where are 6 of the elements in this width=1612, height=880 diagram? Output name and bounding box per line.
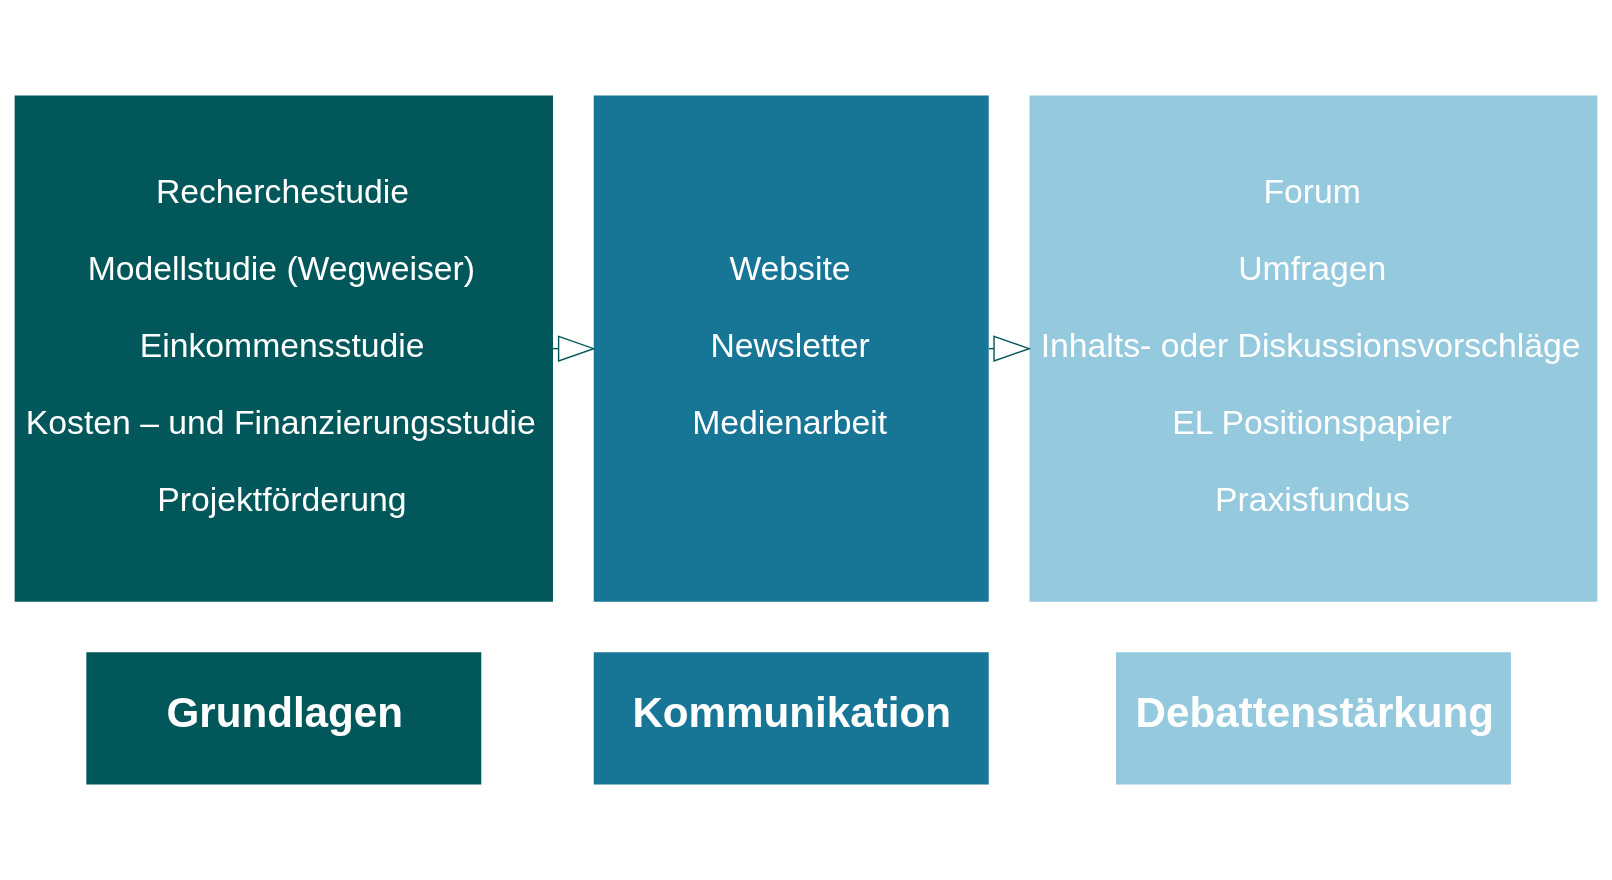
node-box: Forum Umfragen Inhalts- oder Diskussionsvorschläge EL Positionspapier Praxisfundus <box>1029 95 1598 602</box>
node-box: Website Newsletter Medienarbeit <box>593 95 989 602</box>
node-box: Recherchestudie Modellstudie (Wegweiser) Einkommensstudie Kosten – und Finanzierungsstudie Projektförderung <box>14 95 553 602</box>
node-box: Grundlagen <box>86 652 482 785</box>
node-box: Debattenstärkung <box>1115 652 1511 785</box>
node-box: Kommunikation <box>593 652 989 785</box>
